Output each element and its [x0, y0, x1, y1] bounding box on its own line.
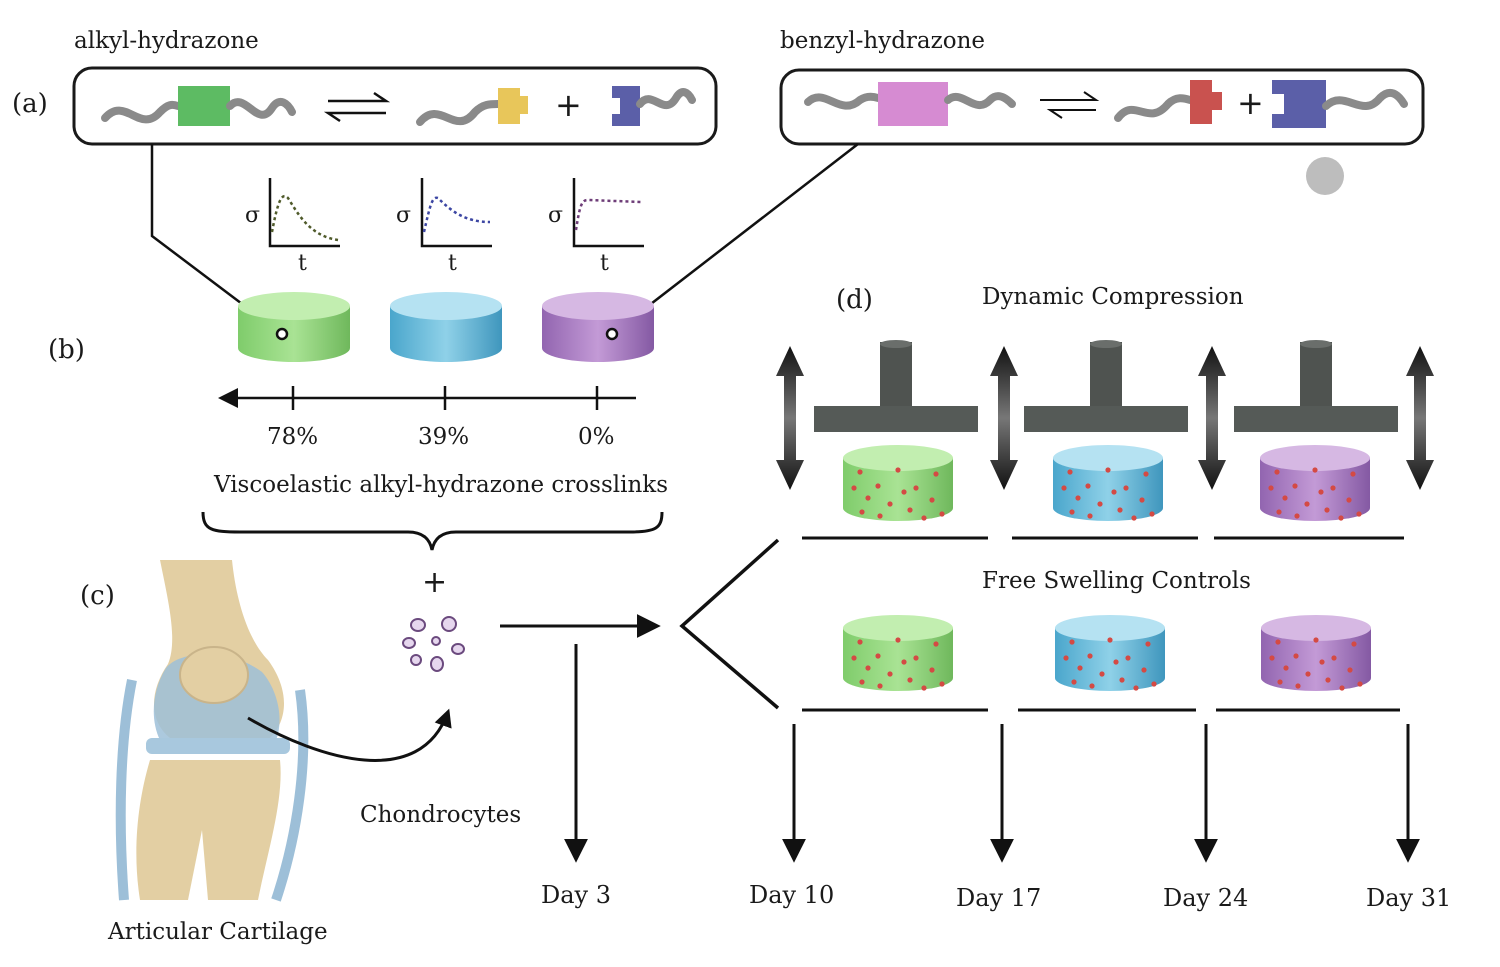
indigo-end-group [1272, 80, 1326, 128]
plot-39: σ t [396, 178, 492, 276]
double-arrow-icon [776, 346, 804, 490]
equilibrium-arrows-icon [1040, 91, 1100, 119]
time-label: t [600, 251, 609, 276]
panel-b-label: (b) [48, 335, 85, 365]
day-label: Day 10 [749, 881, 834, 909]
plus-sign-c: + [422, 565, 447, 600]
plus-sign-b: + [1237, 84, 1264, 122]
day-label: Day 3 [541, 881, 611, 909]
time-label: t [448, 251, 457, 276]
time-label: t [298, 251, 307, 276]
sigma-label: σ [245, 203, 260, 228]
axis-caption: Viscoelastic alkyl-hydrazone crosslinks [213, 472, 668, 498]
compression-piston-icon [1234, 340, 1398, 432]
dynamic-compression-title: Dynamic Compression [982, 284, 1244, 310]
gel-green [843, 615, 953, 691]
benzyl-hydrazone-title: benzyl-hydrazone [780, 28, 985, 54]
free-swelling-gels [843, 615, 1371, 691]
indigo-end-group [612, 86, 640, 126]
plus-sign-a: + [555, 86, 582, 124]
gel-0 [542, 292, 654, 362]
gel-blue [1055, 615, 1165, 691]
gel-purple [1261, 615, 1371, 691]
alkyl-connector-line [150, 144, 283, 335]
day-labels: Day 3 Day 10 Day 17 Day 24 Day 31 [541, 881, 1451, 912]
cell-icon [402, 637, 416, 649]
equilibrium-arrows-icon [323, 91, 391, 123]
cell-icon [430, 656, 444, 672]
panel-a-label: (a) [12, 89, 48, 119]
cartilage-arrow [247, 708, 452, 762]
cell-icon [441, 616, 457, 632]
gel-78 [238, 292, 350, 362]
alkyl-hydrazone-block [178, 86, 230, 126]
cell-icon [410, 654, 422, 666]
double-arrow-icon [1198, 346, 1226, 490]
plot-78: σ t [245, 178, 340, 276]
day-label: Day 31 [1366, 884, 1451, 912]
gel-blue [1053, 445, 1163, 521]
day-arrows [782, 724, 1420, 863]
percent-0: 0% [578, 424, 615, 450]
panel-c-label: (c) [80, 581, 115, 611]
stress-relaxation-plots: σ t σ t σ t [245, 178, 644, 276]
day-label: Day 24 [1163, 884, 1248, 912]
sigma-label: σ [548, 203, 563, 228]
gel-purple [1260, 445, 1370, 521]
chondrocytes-label: Chondrocytes [360, 802, 521, 828]
free-swelling-title: Free Swelling Controls [982, 568, 1251, 594]
yellow-end-group [498, 88, 528, 124]
gray-dot [1306, 157, 1344, 195]
curly-brace [201, 511, 664, 551]
day-label: Day 17 [956, 884, 1041, 912]
sigma-label: σ [396, 203, 411, 228]
double-arrow-icon [1406, 346, 1434, 490]
gel-green [843, 445, 953, 521]
compression-pistons [814, 340, 1398, 432]
percent-39: 39% [418, 424, 469, 450]
split-lines [679, 538, 780, 710]
cell-icon [410, 618, 426, 632]
chondrocyte-cells [402, 616, 465, 672]
cell-icon [431, 636, 441, 646]
crosslink-axis: 78% 39% 0% Viscoelastic alkyl-hydrazone … [213, 386, 668, 498]
gel-39 [390, 292, 502, 362]
benzyl-connector-line [611, 143, 859, 335]
compression-arrows [776, 346, 1434, 490]
double-arrow-icon [990, 346, 1018, 490]
cell-icon [451, 643, 465, 655]
plot-0: σ t [548, 178, 644, 276]
compression-piston-icon [814, 340, 978, 432]
articular-cartilage-label: Articular Cartilage [107, 919, 328, 945]
benzyl-hydrazone-block [878, 82, 948, 126]
alkyl-hydrazone-title: alkyl-hydrazone [74, 28, 259, 54]
percent-78: 78% [267, 424, 318, 450]
compression-piston-icon [1024, 340, 1188, 432]
compressed-gels [843, 445, 1370, 521]
benzyl-hydrazone-equilibrium: + [779, 68, 1425, 146]
knee-joint-icon [115, 560, 309, 902]
panel-d-label: (d) [836, 285, 873, 315]
red-end-group [1190, 80, 1222, 124]
alkyl-hydrazone-equilibrium: + [72, 66, 718, 146]
